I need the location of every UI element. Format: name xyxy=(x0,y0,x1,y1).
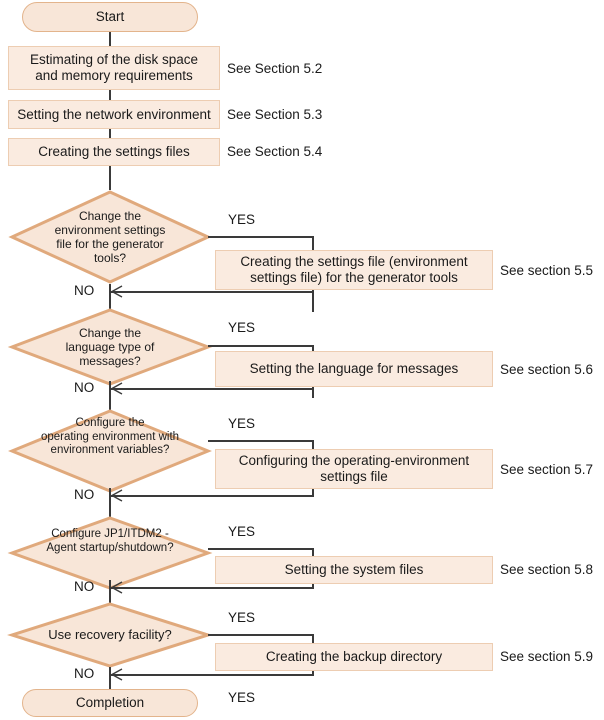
decision-5-yes-line-h xyxy=(208,634,314,636)
decision-5-return-line-h xyxy=(110,674,314,676)
reference-step-2: See Section 5.3 xyxy=(227,107,323,122)
connector-decision1-to-decision2 xyxy=(109,284,111,310)
decision-4: Configure JP1/ITDM2 - Agent startup/shut… xyxy=(7,516,213,590)
reference-step-1: See Section 5.2 xyxy=(227,61,323,76)
decision-4-return-line-v xyxy=(312,584,314,588)
completion-node: Completion xyxy=(22,689,198,717)
process-step-3: Creating the settings files xyxy=(8,138,220,166)
connector-start-to-step1 xyxy=(109,32,111,46)
footer-yes-label: YES xyxy=(228,690,256,705)
decision-1-shape xyxy=(8,190,212,284)
connector-decision3-to-decision4 xyxy=(109,488,111,518)
decision-1-return-line-h xyxy=(110,291,314,293)
connector-decision2-to-decision3 xyxy=(109,381,111,411)
connector-step1-to-step2 xyxy=(109,90,111,100)
decision-1-action-label: Creating the settings file (environment … xyxy=(240,254,468,285)
decision-2-return-line-v xyxy=(312,387,314,398)
decision-3-reference: See section 5.7 xyxy=(500,462,594,477)
decision-5-no-label: NO xyxy=(74,666,95,681)
decision-4-no-label: NO xyxy=(74,579,95,594)
decision-2-yes-line-v xyxy=(312,345,314,351)
decision-3-yes-label: YES xyxy=(228,416,256,431)
decision-1-return-arrowhead xyxy=(110,285,123,298)
start-label: Start xyxy=(95,9,125,25)
reference-step-3: See Section 5.4 xyxy=(227,144,323,159)
decision-1-no-label: NO xyxy=(74,283,95,298)
connector-step3-to-decision1 xyxy=(109,166,111,190)
decision-4-shape xyxy=(7,516,213,590)
decision-5-return-arrowhead xyxy=(110,668,123,681)
process-step-1-label: Estimating of the disk space and memory … xyxy=(29,52,199,83)
decision-5-return-line-v xyxy=(312,671,314,675)
decision-2-yes-line-h xyxy=(208,345,314,347)
decision-3-yes-line-v xyxy=(312,440,314,449)
decision-5-yes-label: YES xyxy=(228,610,256,625)
decision-3-return-line-v xyxy=(312,489,314,496)
decision-5-shape xyxy=(7,602,213,668)
decision-5-action-box: Creating the backup directory xyxy=(215,643,493,671)
completion-label: Completion xyxy=(75,695,145,711)
process-step-3-label: Creating the settings files xyxy=(38,144,190,160)
start-node: Start xyxy=(22,2,198,32)
decision-3: Configure the operating environment with… xyxy=(8,409,212,493)
decision-3-shape xyxy=(8,409,212,493)
decision-3-action-label: Configuring the operating-environment se… xyxy=(238,453,470,484)
decision-1-return-line-v xyxy=(312,290,314,312)
decision-2-reference: See section 5.6 xyxy=(500,362,594,377)
decision-5-reference: See section 5.9 xyxy=(500,649,594,664)
decision-2-yes-label: YES xyxy=(228,320,256,335)
decision-1: Change the environment settings file for… xyxy=(8,190,212,284)
connector-decision5-to-completion xyxy=(109,667,111,689)
decision-4-action-label: Setting the system files xyxy=(284,562,424,578)
decision-5-action-label: Creating the backup directory xyxy=(265,649,443,665)
decision-1-yes-line-v xyxy=(312,236,314,250)
decision-2-shape xyxy=(7,308,213,386)
decision-1-yes-label: YES xyxy=(228,212,256,227)
decision-3-no-label: NO xyxy=(74,487,95,502)
decision-4-reference: See section 5.8 xyxy=(500,562,594,577)
decision-4-yes-label: YES xyxy=(228,524,256,539)
decision-1-yes-line-h xyxy=(208,236,314,238)
decision-4-yes-line-h xyxy=(208,548,314,550)
decision-2-action-label: Setting the language for messages xyxy=(249,361,459,377)
decision-4-return-arrowhead xyxy=(110,581,123,594)
process-step-2: Setting the network environment xyxy=(8,100,220,129)
decision-2: Change the language type of messages? xyxy=(7,308,213,386)
decision-2-no-label: NO xyxy=(74,380,95,395)
decision-2-return-line-h xyxy=(110,388,314,390)
process-step-2-label: Setting the network environment xyxy=(17,106,211,122)
decision-5: Use recovery facility? xyxy=(7,602,213,668)
decision-2-return-arrowhead xyxy=(110,382,123,395)
decision-4-action-box: Setting the system files xyxy=(215,556,493,584)
decision-2-action-box: Setting the language for messages xyxy=(215,351,493,387)
connector-decision4-to-decision5 xyxy=(109,580,111,604)
decision-1-action-box: Creating the settings file (environment … xyxy=(215,250,493,290)
decision-3-action-box: Configuring the operating-environment se… xyxy=(215,449,493,489)
connector-step2-to-step3 xyxy=(109,129,111,138)
decision-1-reference: See section 5.5 xyxy=(500,263,594,278)
decision-5-yes-line-v xyxy=(312,634,314,643)
decision-3-yes-line-h xyxy=(208,440,314,442)
decision-3-return-line-h xyxy=(110,495,314,497)
decision-4-yes-line-v xyxy=(312,548,314,556)
decision-3-return-arrowhead xyxy=(110,489,123,502)
decision-4-return-line-h xyxy=(110,587,314,589)
process-step-1: Estimating of the disk space and memory … xyxy=(8,46,220,90)
